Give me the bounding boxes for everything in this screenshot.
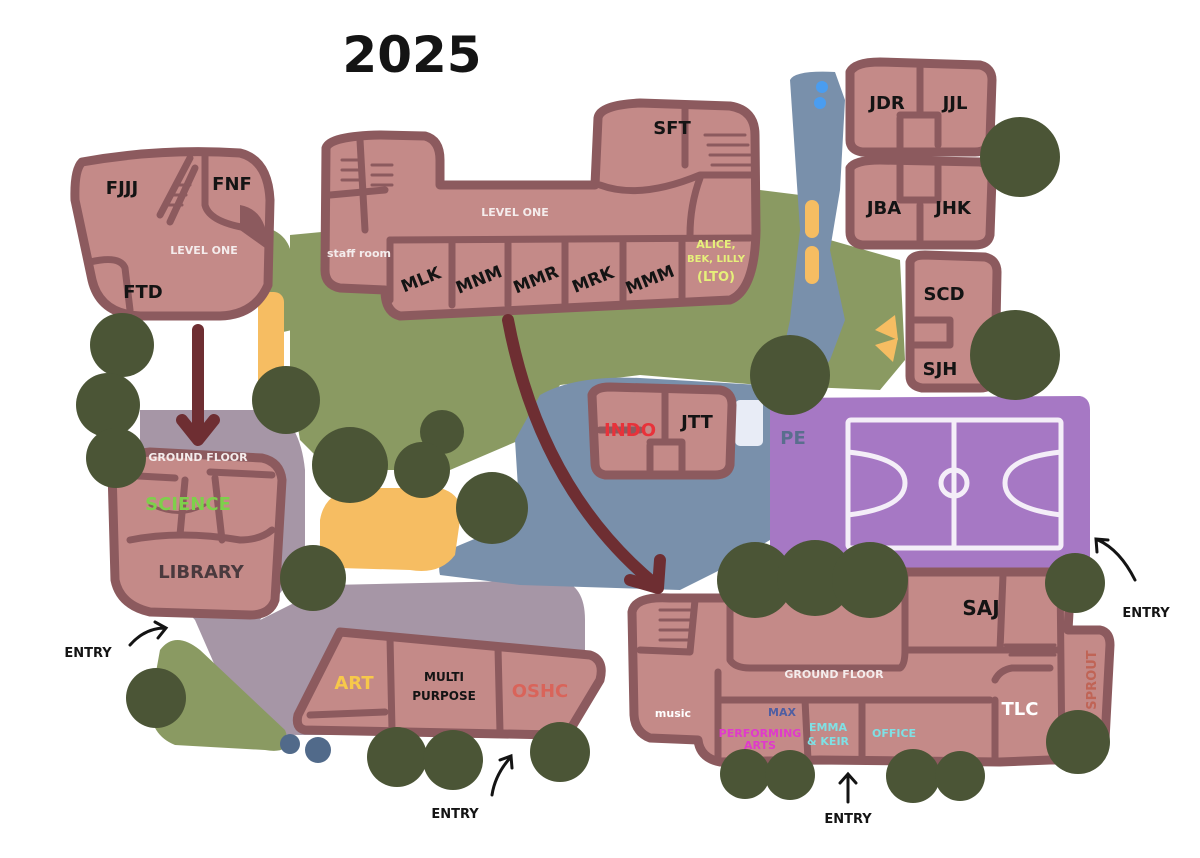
tree (717, 542, 793, 618)
entry-arrow-right (1094, 537, 1137, 582)
entry-label-lower-centre: ENTRY (431, 807, 479, 822)
lower-left-grass (150, 640, 288, 751)
room-performing-arts-line-2: ARTS (744, 739, 776, 752)
staff-room-label: staff room (327, 247, 391, 260)
room-performing-arts-line-1: PERFORMING (719, 727, 802, 740)
entry-arrow-lower-right (838, 771, 858, 804)
dark-blue-dot-2 (305, 737, 331, 763)
tree (90, 313, 154, 377)
room-jdr: JDR (867, 93, 905, 114)
entry-label-right: ENTRY (1122, 606, 1170, 621)
tree (832, 542, 908, 618)
sandpit-centre (319, 488, 461, 571)
pe-label: PE (780, 428, 806, 449)
dark-blue-dot-1 (280, 734, 300, 754)
arrow-to-ground-floor-right (502, 314, 662, 591)
arrow-to-ground-floor-left-head (176, 414, 220, 446)
room-music: music (655, 707, 691, 720)
tree (886, 749, 940, 803)
scd-sjh-walls (911, 316, 954, 349)
tree (530, 722, 590, 782)
sand-triangle-1 (875, 315, 898, 340)
room-art: ART (334, 673, 374, 694)
jdr-jjl-walls (896, 64, 942, 152)
room-max: MAX (768, 706, 796, 719)
tree (76, 373, 140, 437)
blue-dot-2 (814, 97, 826, 109)
tree (1045, 553, 1105, 613)
lto-line-1: ALICE, (696, 238, 735, 251)
tree (720, 749, 770, 799)
tree (280, 545, 346, 611)
lto-line-3: (LTO) (697, 270, 735, 285)
level-one-left: LEVEL ONE (170, 244, 237, 257)
room-sft: SFT (653, 118, 691, 139)
entry-arrow-left (128, 620, 169, 647)
tree (367, 727, 427, 787)
tree (423, 730, 483, 790)
tree (980, 117, 1060, 197)
lower-centre-walls (306, 634, 504, 736)
white-square (735, 400, 763, 446)
indo-jtt-walls (596, 388, 686, 474)
room-scd: SCD (923, 284, 964, 305)
sand-triangle-2 (875, 338, 898, 362)
tree (456, 472, 528, 544)
room-office: OFFICE (872, 727, 916, 740)
tree (394, 442, 450, 498)
room-emma-keir-line-1: EMMA (809, 721, 847, 734)
sandpit-left (258, 292, 284, 392)
room-jba: JBA (865, 198, 901, 219)
tree (252, 366, 320, 434)
room-library: LIBRARY (158, 562, 245, 583)
ground-floor-left: GROUND FLOOR (148, 451, 248, 464)
tree (126, 668, 186, 728)
ground-floor-right: GROUND FLOOR (784, 668, 884, 681)
map-year-title: 2025 (342, 26, 481, 84)
entry-label-lower-right: ENTRY (824, 812, 872, 827)
room-sprout: SPROUT (1085, 650, 1100, 710)
upper-left-walls (86, 151, 268, 314)
room-emma-keir-line-2: & KEIR (807, 735, 850, 748)
tree (312, 427, 388, 503)
building-upper-centre (320, 98, 761, 321)
room-fnf: FNF (212, 174, 252, 195)
upper-centre-walls (326, 104, 756, 309)
tree (420, 410, 464, 454)
room-sjh: SJH (923, 359, 958, 380)
tree (777, 540, 853, 616)
room-science: SCIENCE (145, 494, 231, 515)
room-saj: SAJ (962, 596, 999, 620)
blue-dot-1 (816, 81, 828, 93)
room-indo: INDO (604, 420, 656, 441)
room-tlc: TLC (1002, 699, 1039, 720)
arrows (176, 314, 666, 594)
room-jtt: JTT (679, 412, 713, 433)
trees (76, 117, 1110, 803)
tree (765, 750, 815, 800)
multi-purpose-line-2: PURPOSE (412, 689, 476, 703)
jba-jhk-walls (896, 161, 942, 244)
entry-label-left: ENTRY (64, 646, 112, 661)
multi-purpose-line-1: MULTI (424, 670, 464, 684)
entry-arrow-lower-centre (490, 753, 514, 797)
entry-arrows (128, 537, 1137, 804)
court-lines (845, 417, 1064, 551)
tree (935, 751, 985, 801)
sand-strip-1 (805, 200, 819, 238)
room-oshc: OSHC (512, 681, 569, 702)
tree (1046, 710, 1110, 774)
sand-strip-2 (805, 246, 819, 284)
room-jhk: JHK (933, 198, 972, 219)
tree (86, 428, 146, 488)
lto-line-2: BEK, LILLY (687, 254, 746, 265)
room-fjjj: FJJJ (106, 178, 138, 199)
arrow-to-ground-floor-right-head (624, 554, 666, 594)
tree (750, 335, 830, 415)
room-ftd: FTD (123, 282, 163, 303)
room-jjl: JJL (941, 93, 968, 114)
tree (970, 310, 1060, 400)
level-one-centre: LEVEL ONE (481, 206, 548, 219)
